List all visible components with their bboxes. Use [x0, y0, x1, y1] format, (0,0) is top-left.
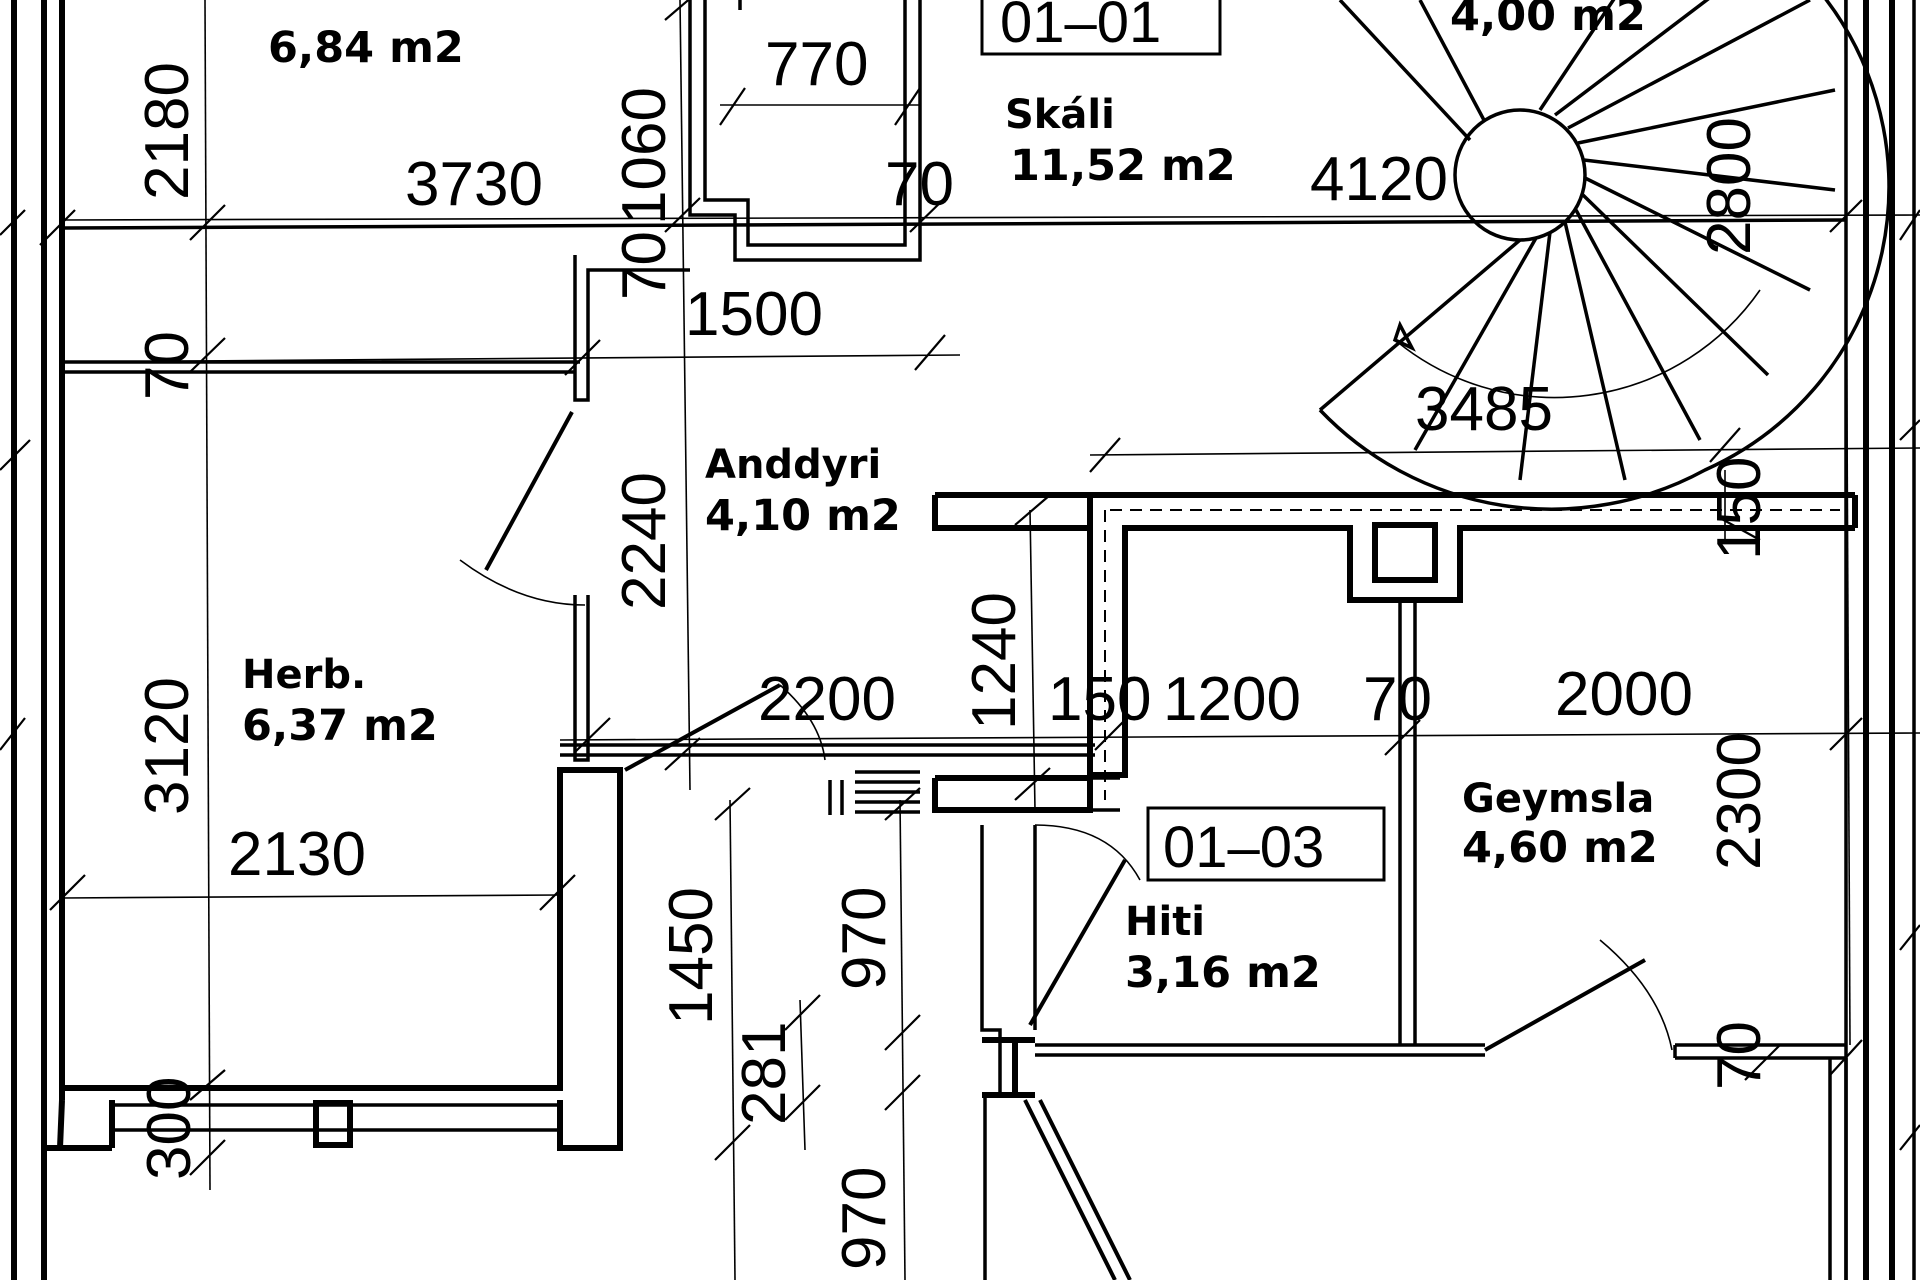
dimension-labels: 2180 3730 1060 770 70 70 1500 70 4120 28… [133, 30, 1774, 1270]
dim-970-a: 970 [830, 887, 899, 990]
room-labels: 6,84 m2 Skáli 11,52 m2 4,00 m2 Anddyri 4… [242, 0, 1658, 998]
dim-150-b: 150 [1048, 665, 1151, 734]
room-hiti-area: 3,16 m2 [1125, 948, 1321, 998]
dim-1240: 1240 [960, 592, 1029, 730]
room-hiti-name: Hiti [1125, 899, 1205, 945]
room-anddyri-area: 4,10 m2 [705, 491, 901, 541]
room-geymsla-name: Geymsla [1462, 776, 1654, 822]
room-herb-area: 6,37 m2 [242, 701, 438, 751]
room-geymsla-area: 4,60 m2 [1462, 823, 1658, 873]
doors [459, 411, 1673, 1280]
dim-1500: 1500 [685, 280, 823, 349]
dim-70-d: 70 [1363, 665, 1432, 734]
dim-150: 150 [1705, 457, 1774, 560]
dim-1200: 1200 [1163, 665, 1301, 734]
tag-box-01-01 [980, 0, 1222, 56]
dim-70-c: 70 [133, 331, 202, 400]
dim-3730: 3730 [405, 150, 543, 219]
dim-70-b: 70 [610, 231, 679, 300]
room-tags: 01–01 01–03 [980, 0, 1386, 882]
dim-2200: 2200 [758, 665, 896, 734]
room-herb-name: Herb. [242, 652, 366, 698]
room-skoli-area: 11,52 m2 [1010, 141, 1236, 191]
dim-4120: 4120 [1310, 145, 1448, 214]
dim-1450: 1450 [657, 887, 726, 1025]
tag-box-01-03 [1146, 806, 1386, 882]
dim-70-e: 70 [1705, 1021, 1774, 1090]
dim-3485: 3485 [1415, 375, 1553, 444]
tag-01-01: 01–01 [1000, 0, 1161, 55]
room-stair-area: 4,00 m2 [1450, 0, 1646, 41]
dim-1060: 1060 [610, 87, 679, 225]
interior-walls [44, 0, 1858, 1280]
dim-2000: 2000 [1555, 660, 1693, 729]
room-bad-area: 6,84 m2 [268, 23, 464, 73]
dim-281: 281 [730, 1022, 799, 1125]
room-anddyri-name: Anddyri [705, 442, 881, 488]
dim-2240: 2240 [610, 472, 679, 610]
dim-2130: 2130 [228, 820, 366, 889]
dim-970-b: 970 [830, 1167, 899, 1270]
dim-2180: 2180 [133, 62, 202, 200]
dim-3120: 3120 [133, 677, 202, 815]
tag-01-03: 01–03 [1163, 815, 1324, 880]
dim-2300: 2300 [1705, 732, 1774, 870]
dim-770: 770 [765, 30, 868, 99]
dim-300: 300 [135, 1077, 204, 1180]
room-skoli-name: Skáli [1005, 92, 1115, 138]
spiral-stair [1318, 0, 1891, 511]
dim-2800: 2800 [1695, 117, 1764, 255]
dim-70-a: 70 [885, 150, 954, 219]
